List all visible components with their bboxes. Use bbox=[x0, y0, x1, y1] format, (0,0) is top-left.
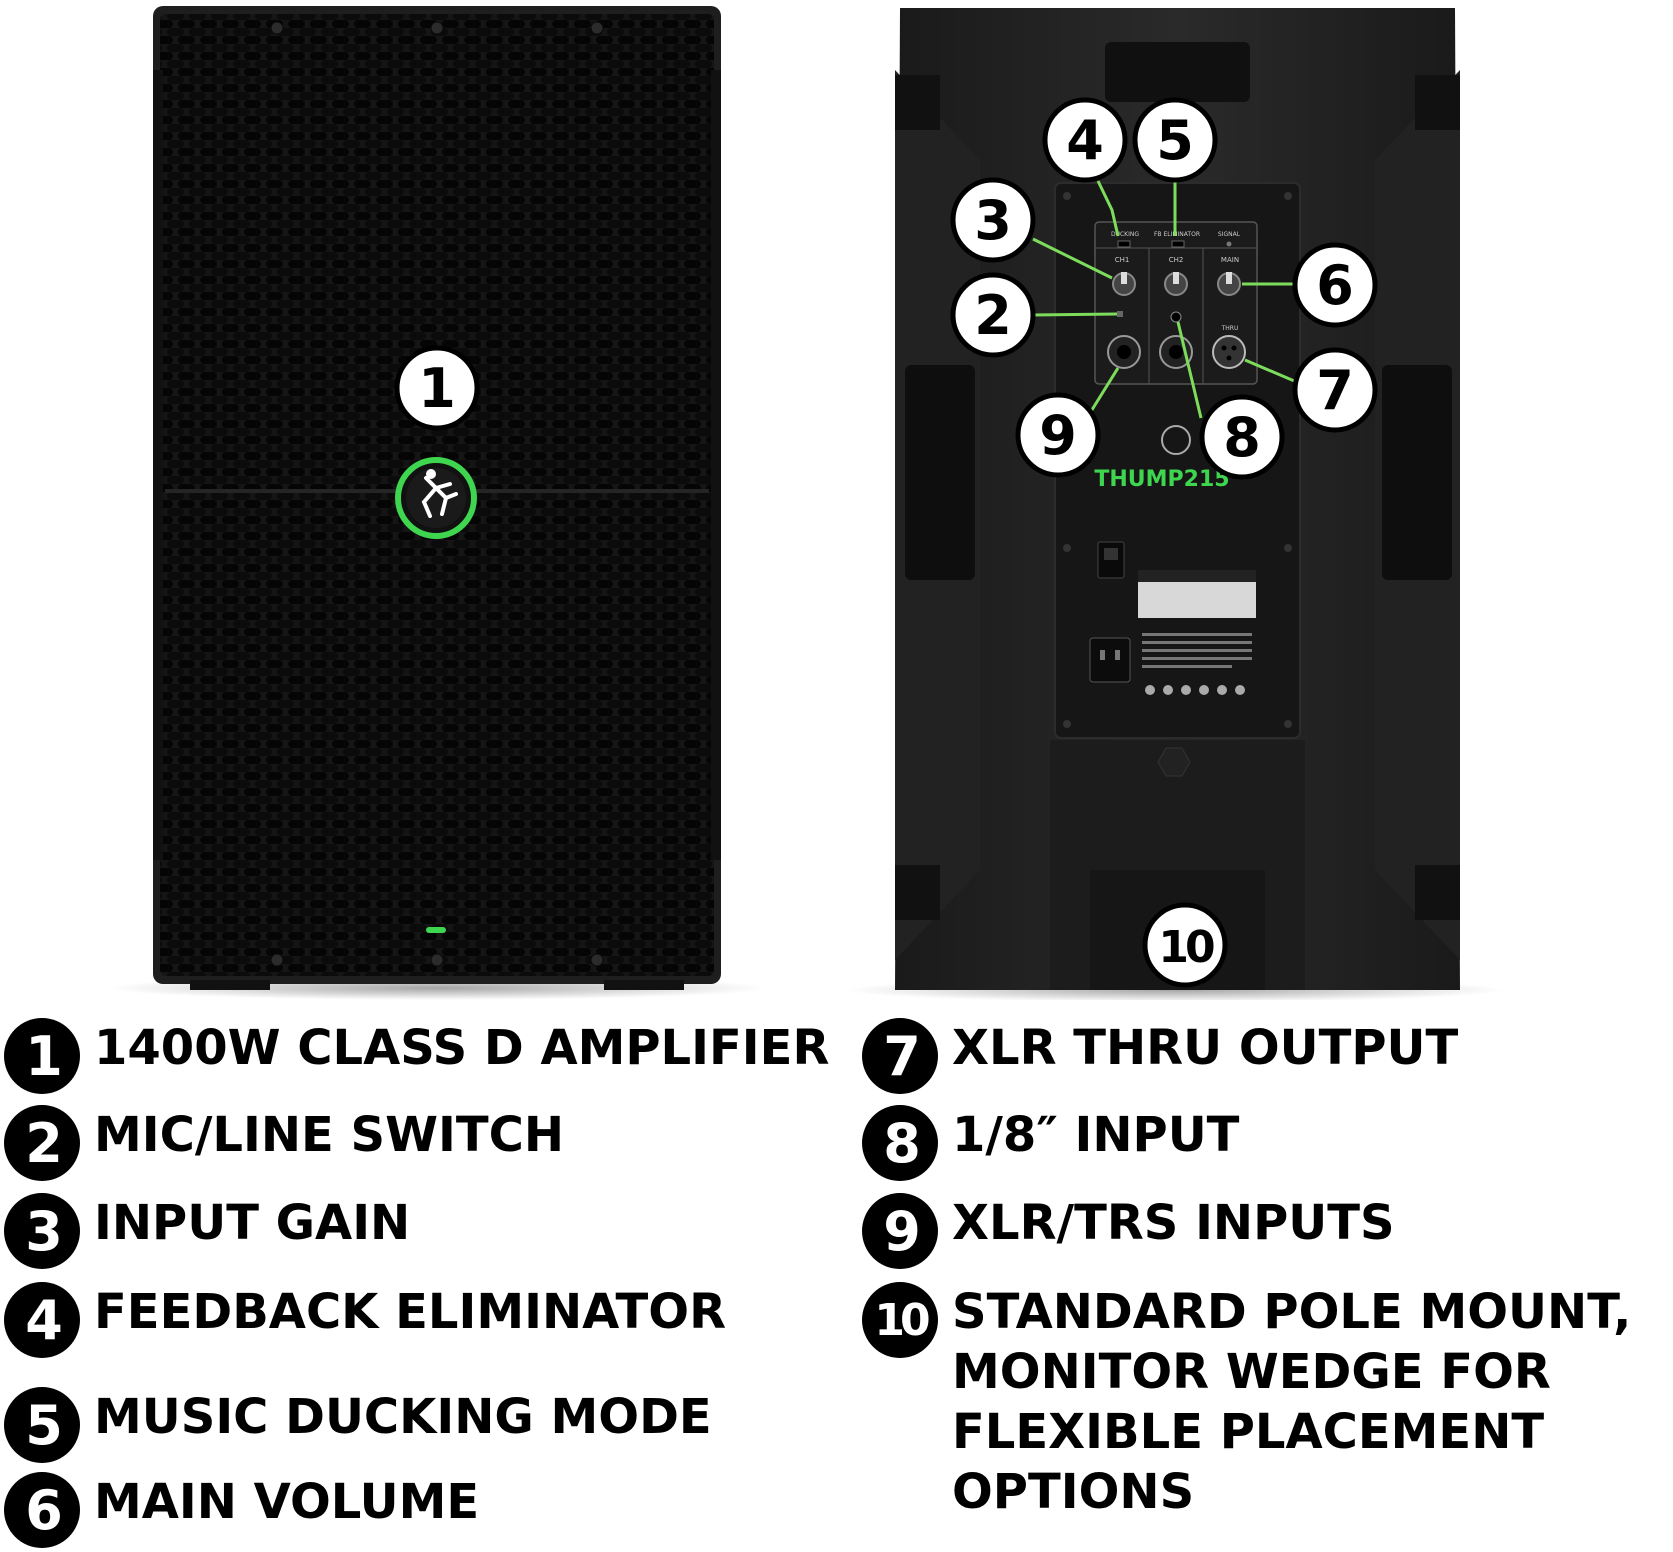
legend-badge-10: 10 bbox=[862, 1282, 938, 1358]
legend-text-9: XLR/TRS INPUTS bbox=[952, 1195, 1395, 1251]
fb-eliminator-label: FB ELIMINATOR bbox=[1154, 231, 1200, 238]
rear-speaker: DUCKING FB ELIMINATOR SIGNAL CH1 CH2 MAI… bbox=[845, 8, 1505, 1000]
legend-badge-8: 8 bbox=[862, 1105, 938, 1181]
callout-6: 6 bbox=[1292, 242, 1378, 328]
callout-10: 10 bbox=[1142, 902, 1228, 988]
legend-text-2: MIC/LINE SWITCH bbox=[94, 1107, 565, 1163]
ch2-gain-knob bbox=[1164, 272, 1188, 296]
callout-5: 5 bbox=[1132, 97, 1218, 183]
legend-text-8: 1/8″ INPUT bbox=[952, 1107, 1240, 1163]
legend-item-7: 7 XLR THRU OUTPUT bbox=[862, 1018, 1458, 1094]
legend-text-5: MUSIC DUCKING MODE bbox=[94, 1389, 712, 1445]
cert-marks bbox=[1145, 685, 1245, 695]
svg-text:5: 5 bbox=[1156, 109, 1194, 172]
signal-label: SIGNAL bbox=[1218, 231, 1241, 238]
ch1-combo-jack bbox=[1107, 335, 1141, 369]
legend-item-9: 9 XLR/TRS INPUTS bbox=[862, 1193, 1395, 1269]
legend-badge-3: 3 bbox=[4, 1193, 80, 1269]
legend-item-4: 4 FEEDBACK ELIMINATOR bbox=[4, 1282, 726, 1358]
svg-text:3: 3 bbox=[974, 189, 1012, 252]
main-label: MAIN bbox=[1221, 256, 1239, 264]
thru-xlr-jack bbox=[1212, 335, 1246, 369]
legend-item-1: 1 1400W CLASS D AMPLIFIER bbox=[4, 1018, 829, 1094]
callout-4: 4 bbox=[1042, 97, 1128, 183]
svg-text:4: 4 bbox=[1066, 109, 1104, 172]
aux-jack bbox=[1170, 311, 1182, 323]
svg-text:2: 2 bbox=[974, 284, 1012, 347]
legend-text-4: FEEDBACK ELIMINATOR bbox=[94, 1284, 727, 1340]
callout-1-label: 1 bbox=[418, 357, 456, 420]
product-photo: 1 DUCK bbox=[107, 6, 1505, 1000]
callout-9: 9 bbox=[1015, 392, 1101, 478]
callout-1: 1 bbox=[394, 345, 480, 431]
svg-text:9: 9 bbox=[1039, 404, 1077, 467]
ducking-label: DUCKING bbox=[1111, 231, 1139, 238]
legend-item-5: 5 MUSIC DUCKING MODE bbox=[4, 1387, 712, 1463]
legend-badge-7: 7 bbox=[862, 1018, 938, 1094]
legend-badge-9: 9 bbox=[862, 1193, 938, 1269]
legend-text-7: XLR THRU OUTPUT bbox=[952, 1020, 1459, 1076]
feature-legend: 1 1400W CLASS D AMPLIFIER 2 MIC/LINE SWI… bbox=[0, 1000, 1673, 1552]
callout-2: 2 bbox=[950, 272, 1036, 358]
callout-7: 7 bbox=[1292, 347, 1378, 433]
legend-text-1: 1400W CLASS D AMPLIFIER bbox=[94, 1020, 830, 1076]
legend-badge-2: 2 bbox=[4, 1105, 80, 1181]
svg-text:6: 6 bbox=[1316, 254, 1354, 317]
ch1-label: CH1 bbox=[1115, 256, 1130, 264]
front-speaker: 1 bbox=[107, 6, 767, 1000]
svg-text:7: 7 bbox=[1316, 359, 1354, 422]
legend-item-8: 8 1/8″ INPUT bbox=[862, 1105, 1239, 1181]
legend-badge-1: 1 bbox=[4, 1018, 80, 1094]
svg-text:10: 10 bbox=[1158, 922, 1214, 973]
legend-text-10: STANDARD POLE MOUNT, MONITOR WEDGE FOR F… bbox=[952, 1284, 1632, 1520]
iec-power-inlet bbox=[1089, 637, 1131, 683]
thru-label: THRU bbox=[1221, 325, 1239, 332]
legend-badge-5: 5 bbox=[4, 1387, 80, 1463]
callout-8: 8 bbox=[1199, 394, 1285, 480]
fb-eliminator-switch bbox=[1171, 240, 1185, 248]
callout-3: 3 bbox=[950, 177, 1036, 263]
main-volume-knob bbox=[1217, 272, 1241, 296]
legend-text-6: MAIN VOLUME bbox=[94, 1474, 480, 1530]
model-name: THUMP215 bbox=[1094, 467, 1229, 492]
ch1-gain-knob bbox=[1112, 272, 1136, 296]
mic-line-switch bbox=[1117, 311, 1123, 317]
legend-item-6: 6 MAIN VOLUME bbox=[4, 1472, 479, 1548]
legend-badge-6: 6 bbox=[4, 1472, 80, 1548]
ch2-label: CH2 bbox=[1169, 256, 1184, 264]
svg-text:8: 8 bbox=[1223, 406, 1261, 469]
ducking-switch bbox=[1117, 240, 1131, 248]
legend-text-3: INPUT GAIN bbox=[94, 1195, 411, 1251]
legend-item-3: 3 INPUT GAIN bbox=[4, 1193, 410, 1269]
legend-item-2: 2 MIC/LINE SWITCH bbox=[4, 1105, 564, 1181]
signal-led bbox=[1226, 241, 1232, 247]
mackie-logo bbox=[395, 457, 477, 539]
rear-logo bbox=[1161, 425, 1191, 455]
power-led bbox=[426, 927, 446, 933]
legend-badge-4: 4 bbox=[4, 1282, 80, 1358]
legend-item-10: 10 STANDARD POLE MOUNT, MONITOR WEDGE FO… bbox=[862, 1282, 1631, 1522]
